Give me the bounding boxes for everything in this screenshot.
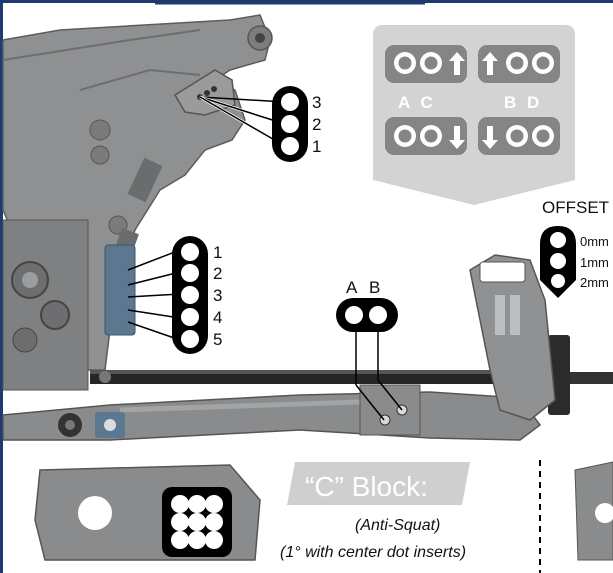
left-hole-selector: 1 2 3 4 5	[127, 236, 222, 354]
hub-carrier	[469, 254, 556, 421]
ab-label-a: A	[346, 278, 358, 297]
label-ac: A C	[398, 93, 436, 112]
offset-option-1mm: 1mm	[580, 255, 609, 270]
nine-hole-insert	[162, 487, 232, 557]
upper-hole-label-3: 3	[312, 93, 321, 112]
arrow-down-icon	[449, 126, 465, 149]
c-block-title: “C” Block:	[305, 471, 428, 502]
arrow-up-icon	[482, 52, 498, 75]
ab-label-b: B	[369, 278, 380, 297]
left-hole-label-4: 4	[213, 308, 222, 327]
left-hole-label-3: 3	[213, 286, 222, 305]
upper-hole-label-2: 2	[312, 115, 321, 134]
c-block-note: (1° with center dot inserts)	[280, 544, 466, 561]
label-bd: B D	[504, 93, 542, 112]
arrow-down-icon	[482, 126, 498, 149]
offset-option-2mm: 2mm	[580, 275, 609, 290]
gearbox	[2, 219, 136, 391]
c-block-caption: “C” Block: (Anti-Squat) (1° with center …	[280, 462, 470, 561]
bottom-right-block	[574, 461, 613, 561]
c-block-subtitle: (Anti-Squat)	[355, 517, 440, 534]
ab-hole-selector: A B	[336, 278, 403, 421]
left-hole-label-2: 2	[213, 264, 222, 283]
offset-title: OFFSET	[542, 198, 609, 217]
offset-selector: OFFSET 0mm 1mm 2mm	[540, 198, 609, 298]
left-hole-label-5: 5	[213, 330, 222, 349]
arrow-up-icon	[449, 52, 465, 75]
lower-arm	[2, 384, 542, 441]
offset-option-0mm: 0mm	[580, 234, 609, 249]
left-hole-label-1: 1	[213, 243, 222, 262]
upper-hole-label-1: 1	[312, 137, 321, 156]
upper-hole-selector: 3 2 1	[199, 86, 321, 162]
insert-orientation-panel: A C B D	[373, 25, 575, 205]
